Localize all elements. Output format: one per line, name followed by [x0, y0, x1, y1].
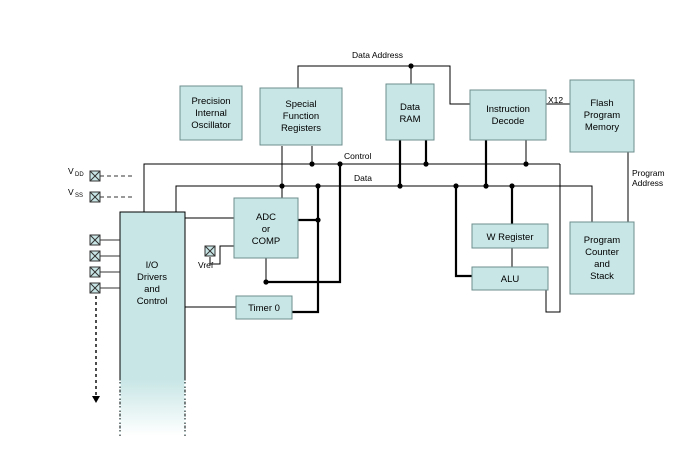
io-pin-2	[89, 250, 120, 262]
thin-wires	[143, 65, 629, 313]
flash-line-1: Flash	[590, 98, 613, 109]
io-pin-1	[89, 234, 120, 246]
io-pin-4	[89, 282, 120, 294]
data-address-label: Data Address	[352, 50, 403, 60]
oscillator-line-3: Oscillator	[191, 120, 231, 131]
instruction-decode-line-1: Instruction	[486, 104, 530, 115]
vss-label-main: V	[68, 187, 74, 197]
sfr-line-3: Registers	[281, 123, 321, 134]
w-register-label: W Register	[487, 232, 534, 243]
io-pin-3	[89, 266, 120, 278]
flash-line-3: Memory	[585, 122, 620, 133]
pc-line-3: and	[594, 259, 610, 270]
program-address-line-1: Program	[632, 168, 665, 178]
flash-line-2: Program	[584, 110, 621, 121]
vdd-label-main: V	[68, 166, 74, 176]
sfr-line-2: Function	[283, 111, 319, 122]
data-ram-line-1: Data	[400, 102, 421, 113]
vdd-pin	[89, 170, 132, 182]
pc-line-4: Stack	[590, 271, 614, 282]
adc-line-1: ADC	[256, 212, 276, 223]
adc-block: ADC or COMP	[233, 197, 299, 259]
vdd-label-sub: DD	[75, 172, 84, 178]
oscillator-line-2: Internal	[195, 108, 227, 119]
io-line-4: Control	[137, 296, 168, 307]
instruction-decode-line-2: Decode	[492, 116, 525, 127]
instruction-decode-block: Instruction Decode	[469, 89, 547, 141]
io-line-1: I/O	[146, 260, 159, 271]
vss-label-sub: SS	[75, 193, 83, 199]
oscillator-line-1: Precision	[191, 96, 230, 107]
junction-dots	[263, 63, 529, 285]
io-block: I/O Drivers and Control	[119, 211, 186, 436]
sfr-line-1: Special	[285, 99, 316, 110]
program-counter-block: Program Counter and Stack	[569, 221, 635, 295]
adc-line-3: COMP	[252, 236, 281, 247]
pc-line-1: Program	[584, 235, 621, 246]
io-continuation-arrow	[92, 296, 100, 403]
adc-line-2: or	[262, 224, 270, 235]
program-address-line-2: Address	[632, 178, 663, 188]
control-label: Control	[344, 151, 372, 161]
data-ram-block: Data RAM	[385, 83, 435, 141]
vref-label: Vref	[198, 260, 214, 270]
timer-label: Timer 0	[248, 303, 280, 314]
vss-pin	[89, 191, 132, 203]
io-line-2: Drivers	[137, 272, 167, 283]
timer-block: Timer 0	[235, 295, 293, 320]
io-line-3: and	[144, 284, 160, 295]
thick-wires	[266, 140, 514, 314]
data-label: Data	[354, 173, 372, 183]
vref-pin	[204, 245, 216, 257]
sfr-block: Special Function Registers	[259, 87, 343, 146]
pc-line-2: Counter	[585, 247, 619, 258]
oscillator-block: Precision Internal Oscillator	[179, 85, 243, 141]
w-register-block: W Register	[471, 223, 549, 249]
flash-block: Flash Program Memory	[569, 79, 635, 153]
alu-label: ALU	[501, 274, 520, 285]
alu-block: ALU	[471, 266, 549, 291]
x12-label: X12	[548, 95, 563, 105]
data-ram-line-2: RAM	[399, 114, 420, 125]
